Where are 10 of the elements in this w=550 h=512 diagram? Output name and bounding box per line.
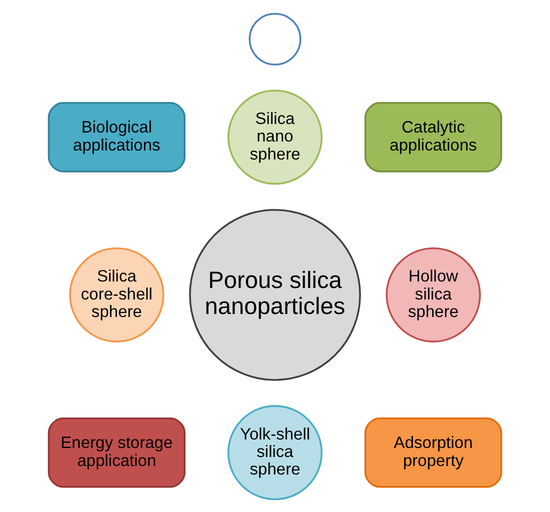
node-circle: Silica nano sphere	[227, 89, 323, 184]
node-circle: Porous silica nanoparticles	[189, 208, 361, 380]
node-circle: Hollow silica sphere	[386, 246, 481, 342]
node-circle: Silica core-shell sphere	[69, 246, 164, 342]
node-box: Biological applications	[48, 102, 186, 172]
node-circle: Yolk-shell silica sphere	[227, 404, 323, 500]
node-box: Adsorption property	[364, 416, 502, 488]
node-box: Energy storage application	[48, 416, 186, 488]
node-box: Catalytic applications	[364, 102, 502, 172]
node-circle	[248, 12, 302, 65]
